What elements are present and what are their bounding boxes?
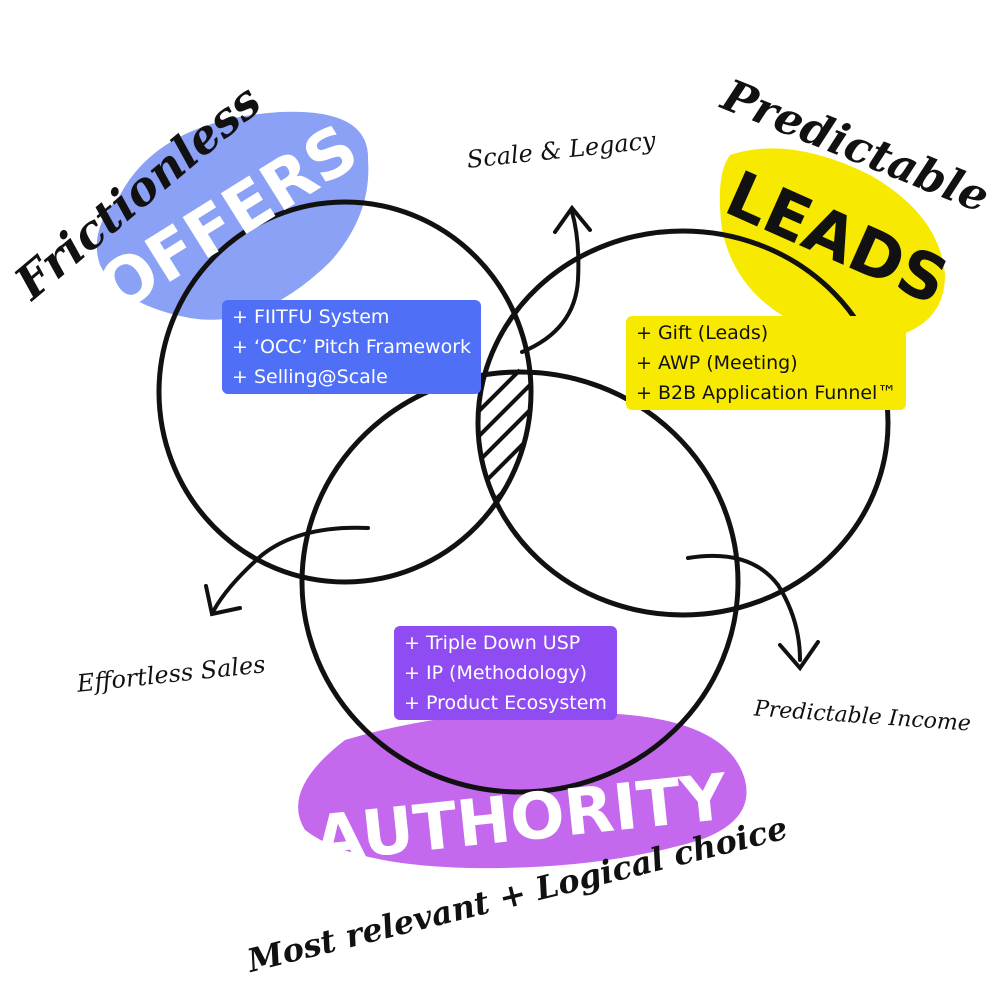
offers-circle — [156, 199, 534, 585]
list-item: + AWP (Meeting) — [636, 352, 798, 374]
offers-list: + FIITFU System + ‘OCC’ Pitch Framework … — [222, 300, 482, 394]
authority-list: + Triple Down USP + IP (Methodology) + P… — [394, 626, 617, 720]
leads-circle — [475, 228, 891, 618]
leads-list: + Gift (Leads) + AWP (Meeting) + B2B App… — [626, 316, 907, 410]
list-item: + Selling@Scale — [232, 366, 388, 388]
list-item: + IP (Methodology) — [404, 662, 587, 684]
list-item: + FIITFU System — [232, 306, 390, 328]
leads-blob — [719, 148, 945, 338]
offers-blob — [96, 111, 369, 320]
list-item: + Gift (Leads) — [636, 322, 769, 344]
outcome-scale: Scale & Legacy — [465, 126, 657, 174]
list-item: + B2B Application Funnel™ — [636, 382, 897, 404]
arrow-sales — [204, 525, 370, 617]
authority-circle — [299, 369, 741, 795]
list-item: + Triple Down USP — [404, 632, 581, 654]
arrow-income — [686, 553, 820, 672]
hatch-lines — [478, 368, 531, 532]
outcome-income: Predictable Income — [752, 696, 971, 736]
outcome-sales: Effortless Sales — [75, 650, 267, 698]
list-item: + Product Ecosystem — [404, 692, 607, 714]
list-item: + ‘OCC’ Pitch Framework — [232, 336, 472, 358]
arrow-scale — [520, 204, 592, 354]
